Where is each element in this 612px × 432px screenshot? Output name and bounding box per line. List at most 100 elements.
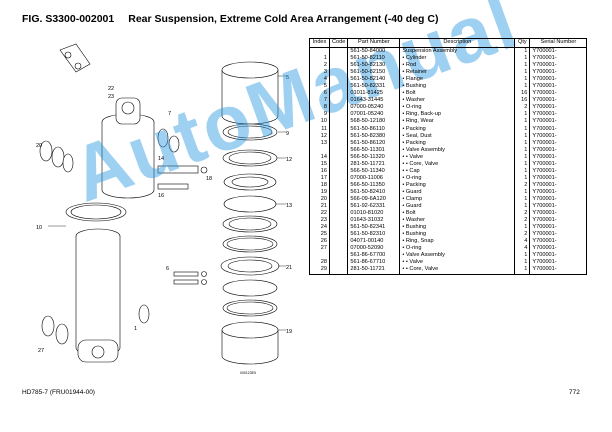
row-part-number: 561-50-82110 <box>347 55 401 63</box>
row-serial-number: Y700001- <box>529 217 588 225</box>
row-part-number: 566-50-11320 <box>347 153 401 161</box>
row-part-number: 566-50-11301 <box>347 146 401 154</box>
row-qty: 1 <box>514 132 531 140</box>
row-code <box>328 259 349 267</box>
row-description: • • Valve <box>399 153 516 161</box>
diagram-callout: 18 <box>206 176 212 182</box>
row-serial-number: Y700001- <box>529 210 588 218</box>
header-description: Description <box>399 38 516 48</box>
diagram-callout: 10 <box>36 225 42 231</box>
row-serial-number: Y700001- <box>529 167 588 175</box>
row-index: 27 <box>309 245 330 253</box>
row-serial-number: Y700001- <box>529 76 588 84</box>
row-index: 3 <box>309 69 330 77</box>
diagram-callout: 7 <box>168 111 171 117</box>
row-description: • • Valve <box>399 259 516 267</box>
row-index: 19 <box>309 188 330 196</box>
row-serial-number: Y700001- <box>529 231 588 239</box>
row-code <box>328 83 349 91</box>
row-serial-number: Y700001- <box>529 118 588 126</box>
row-qty: 1 <box>514 259 531 267</box>
row-part-number: 07000-11006 <box>347 174 401 182</box>
row-description: • O-ring <box>399 174 516 182</box>
row-part-number: 07001-05240 <box>347 111 401 119</box>
row-code <box>328 118 349 126</box>
seal-stack-right <box>220 61 280 365</box>
row-part-number: 04071-00140 <box>347 238 401 246</box>
row-code <box>328 181 349 189</box>
row-index: 12 <box>309 132 330 140</box>
row-code <box>328 266 349 275</box>
row-description: • Bushing <box>399 231 516 239</box>
diagram-callout: 5 <box>286 75 289 81</box>
row-qty: 2 <box>514 231 531 239</box>
row-qty: 16 <box>514 90 531 98</box>
row-part-number: 561-50-82140 <box>347 76 401 84</box>
row-qty: 1 <box>514 203 531 211</box>
exploded-parts-diagram: 5 9 12 13 21 19 10 22 23 7 20 14 16 18 6… <box>36 43 292 375</box>
row-serial-number: Y700001- <box>529 160 588 168</box>
row-description: Suspension Assembly <box>399 47 516 56</box>
row-qty: 2 <box>514 210 531 218</box>
row-description: • Valve Assembly <box>399 252 516 260</box>
row-code <box>328 224 349 232</box>
row-index: 1 <box>309 55 330 63</box>
bushing-rings-left <box>39 140 74 173</box>
row-description: • Guard <box>399 188 516 196</box>
row-serial-number: Y700001- <box>529 139 588 147</box>
row-serial-number: Y700001- <box>529 83 588 91</box>
row-code <box>328 160 349 168</box>
row-index: 18 <box>309 181 330 189</box>
diagram-callout: 27 <box>38 348 44 354</box>
row-index: 5 <box>309 83 330 91</box>
row-serial-number: Y700001- <box>529 181 588 189</box>
rod-lower-part <box>75 228 121 363</box>
row-index: 23 <box>309 217 330 225</box>
parts-table: Index Code Part Number Description Qty S… <box>309 38 588 275</box>
row-qty: 16 <box>514 97 531 105</box>
row-serial-number: Y700001- <box>529 90 588 98</box>
header-part-number: Part Number <box>347 38 401 48</box>
row-code <box>328 97 349 105</box>
diagram-callout: 19 <box>286 329 292 335</box>
row-part-number: 561-50-84000 <box>347 47 401 56</box>
row-part-number: 561-50-86120 <box>347 139 401 147</box>
row-part-number: 561-50-82331 <box>347 83 401 91</box>
row-description: • Ring, Wear <box>399 118 516 126</box>
row-qty: 1 <box>514 125 531 133</box>
row-index: 21 <box>309 203 330 211</box>
row-serial-number: Y700001- <box>529 266 588 275</box>
row-code <box>328 104 349 112</box>
row-index: 13 <box>309 139 330 147</box>
row-description: • Rod <box>399 62 516 70</box>
row-code <box>328 132 349 140</box>
row-part-number: 281-50-11721 <box>347 160 401 168</box>
row-index <box>309 47 330 56</box>
row-qty: 1 <box>514 139 531 147</box>
row-index: 24 <box>309 224 330 232</box>
row-code <box>328 203 349 211</box>
row-description: • Packing <box>399 139 516 147</box>
row-index: 4 <box>309 76 330 84</box>
diagram-callout: 14 <box>158 156 164 162</box>
row-description: • O-ring <box>399 245 516 253</box>
row-part-number: 566-50-11340 <box>347 167 401 175</box>
row-description: • Seal, Dust <box>399 132 516 140</box>
diagram-callout: 6 <box>166 266 169 272</box>
footer-model: HD785-7 (FRU01944-00) <box>22 389 95 396</box>
